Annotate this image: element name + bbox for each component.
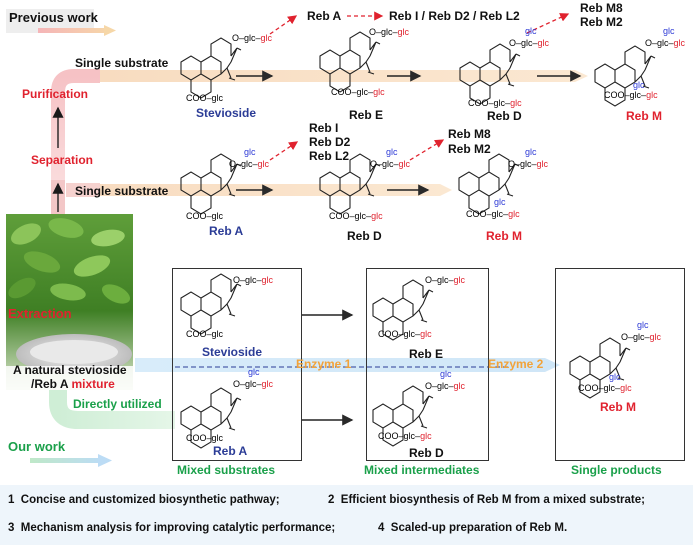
route2-reb-l2-label: Reb L2 xyxy=(309,149,350,163)
mixed-substrates-label: Mixed substrates xyxy=(177,463,276,477)
mixed-intermediates-box xyxy=(366,268,489,461)
highlight-2: 2 Efficient biosynthesis of Reb M from a… xyxy=(328,494,645,506)
our-reb-d-label: Reb D xyxy=(409,446,444,460)
single-products-box xyxy=(555,268,685,461)
route2-reb-d2-label: Reb D2 xyxy=(309,135,351,149)
our-reb-a-label: Reb A xyxy=(213,444,248,458)
glc-annotation: glc xyxy=(609,372,621,382)
glc-annotation: glc xyxy=(386,147,398,157)
mixed-substrates-box xyxy=(172,268,302,461)
route2-reb-m2-label: Reb M2 xyxy=(448,142,491,156)
glc-annotation: glc xyxy=(440,369,452,379)
coo-annotation: COO–glc–glc xyxy=(466,209,520,219)
source-line2: /Reb A mixture xyxy=(31,377,115,391)
glc-annotation: glc xyxy=(248,367,260,377)
coo-annotation: COO–glc–glc xyxy=(378,329,432,339)
glc-annotation: O–glc–glc xyxy=(370,159,411,169)
glc-annotation: O–glc–glc xyxy=(232,33,273,43)
glc-annotation: O–glc–glc xyxy=(425,275,466,285)
enzyme2-label: Enzyme 2 xyxy=(488,357,544,371)
highlight-1: 1 Concise and customized biosynthetic pa… xyxy=(8,494,280,506)
glc-annotation: O–glc–glc xyxy=(508,159,549,169)
route1-side-reb-a-label: Reb A xyxy=(307,9,342,23)
extraction-label: Extraction xyxy=(8,306,72,321)
highlight-4: 4 Scaled-up preparation of Reb M. xyxy=(378,522,568,534)
glc-annotation: glc xyxy=(244,147,256,157)
coo-annotation: COO–glc–glc xyxy=(331,87,385,97)
coo-annotation: COO–glc–glc xyxy=(378,431,432,441)
our-reb-e-label: Reb E xyxy=(409,347,444,361)
coo-annotation: COO–glc xyxy=(186,329,224,339)
route1-reb-e-label: Reb E xyxy=(349,108,384,122)
source-line1: A natural stevioside xyxy=(13,363,127,377)
directly-utilized-label: Directly utilized xyxy=(73,397,162,411)
purification-label: Purification xyxy=(22,87,89,101)
highlights-panel xyxy=(0,485,693,545)
route2-reb-i-label: Reb I xyxy=(309,121,339,135)
glc-annotation: O–glc–glc xyxy=(369,27,410,37)
route2-reb-d-label: Reb D xyxy=(347,229,382,243)
route1-single-substrate-label: Single substrate xyxy=(75,56,169,70)
coo-annotation: COO–glc–glc xyxy=(604,90,658,100)
coo-annotation: COO–glc–glc xyxy=(578,383,632,393)
separation-label: Separation xyxy=(31,153,94,167)
glc-annotation: O–glc–glc xyxy=(229,159,270,169)
coo-annotation: COO–glc xyxy=(186,433,224,443)
glc-annotation: O–glc–glc xyxy=(233,275,274,285)
glc-annotation: O–glc–glc xyxy=(645,38,686,48)
coo-annotation: COO–glc xyxy=(186,93,224,103)
coo-annotation: COO–glc xyxy=(186,211,224,221)
enzyme1-label: Enzyme 1 xyxy=(296,357,352,371)
route2-reb-a-label: Reb A xyxy=(209,224,244,238)
glc-annotation: O–glc–glc xyxy=(509,38,550,48)
glc-annotation: glc xyxy=(525,26,537,36)
previous-work-label: Previous work xyxy=(9,10,98,25)
glc-annotation: O–glc–glc xyxy=(621,332,662,342)
glc-annotation: glc xyxy=(637,320,649,330)
glc-annotation: O–glc–glc xyxy=(425,381,466,391)
mixed-intermediates-label: Mixed intermediates xyxy=(364,463,480,477)
route1-reb-d-label: Reb D xyxy=(487,109,522,123)
route2-reb-m-label: Reb M xyxy=(486,229,522,243)
coo-annotation: COO–glc–glc xyxy=(468,98,522,108)
glc-annotation: glc xyxy=(633,80,645,90)
glc-annotation: glc xyxy=(494,197,506,207)
route1-reb-m-label: Reb M xyxy=(626,109,662,123)
coo-annotation: COO–glc–glc xyxy=(329,211,383,221)
route1-reb-m2-label: Reb M2 xyxy=(580,15,623,29)
route1-reb-m8-label: Reb M8 xyxy=(580,1,623,15)
glc-annotation: glc xyxy=(663,26,675,36)
route2-single-substrate-label: Single substrate xyxy=(75,184,169,198)
our-work-label: Our work xyxy=(8,439,66,454)
glc-annotation: O–glc–glc xyxy=(233,379,274,389)
stevia-plant-photo xyxy=(6,214,133,390)
route1-stevioside-label: Stevioside xyxy=(196,106,257,120)
route1-side-products-label: Reb I / Reb D2 / Reb L2 xyxy=(389,9,520,23)
route2-reb-m8-label: Reb M8 xyxy=(448,127,491,141)
single-products-label: Single products xyxy=(571,463,662,477)
our-stevioside-label: Stevioside xyxy=(202,345,263,359)
our-reb-m-label: Reb M xyxy=(600,400,636,414)
glc-annotation: glc xyxy=(525,147,537,157)
highlight-3: 3 Mechanism analysis for improving catal… xyxy=(8,522,336,534)
